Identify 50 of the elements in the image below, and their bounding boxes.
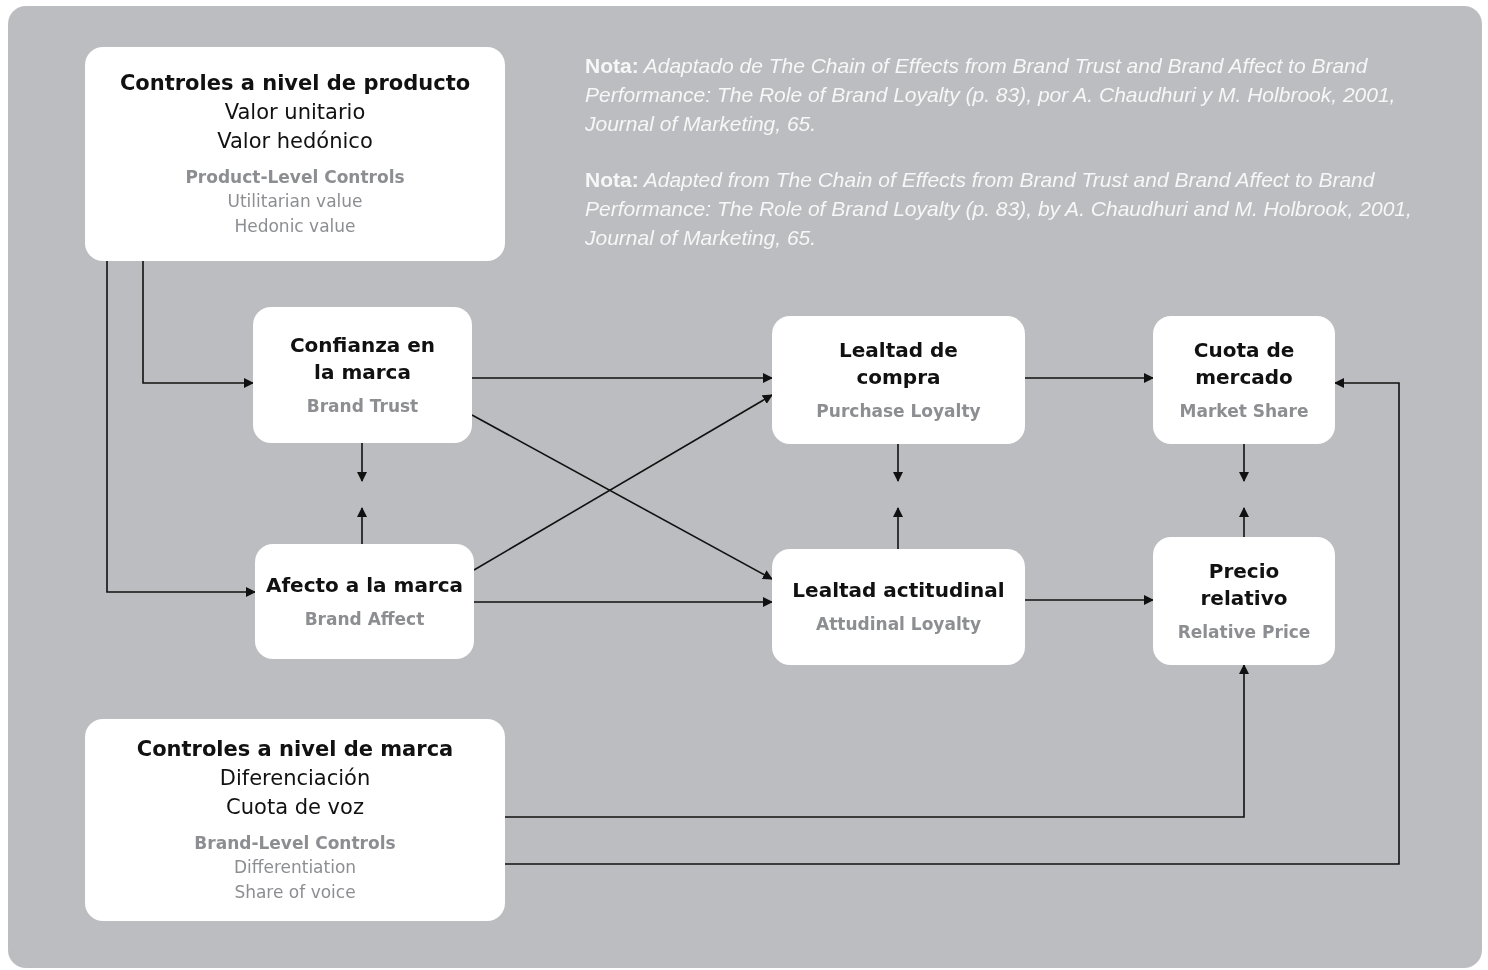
node-subtitle: Relative Price <box>1177 620 1311 644</box>
node-subtitle: Brand Affect <box>304 607 425 631</box>
arrow <box>473 597 773 607</box>
arrow <box>893 507 903 550</box>
arrow <box>893 443 903 482</box>
node-text: Diferenciación <box>219 764 371 792</box>
rounded-box <box>85 719 505 921</box>
rounded-box <box>1153 537 1335 665</box>
arrow <box>357 442 367 482</box>
node-title: Controles a nivel de producto <box>119 70 471 98</box>
node-text: Valor unitario <box>224 98 366 126</box>
node-text: Valor hedónico <box>217 128 373 156</box>
arrow <box>1239 507 1249 538</box>
rounded-box <box>255 544 474 659</box>
node-title: Cuota de mercado <box>1192 336 1296 391</box>
rounded-box <box>772 549 1025 665</box>
arrow <box>1239 443 1249 482</box>
rounded-box <box>85 47 505 261</box>
arrow <box>357 507 367 545</box>
node-text: Cuota de voz <box>226 794 364 822</box>
arrow <box>504 664 1249 818</box>
node-title: Lealtad de compra <box>838 336 959 391</box>
arrow <box>1024 595 1154 605</box>
node-title: Precio relativo <box>1199 557 1289 612</box>
node-title: Lealtad actitudinal <box>792 577 1005 605</box>
rounded-box <box>253 307 472 443</box>
node-text: Hedonic value <box>234 214 356 238</box>
arrow <box>1024 373 1154 383</box>
node-text: Differentiation <box>233 856 357 880</box>
node-subtitle: Attudinal Loyalty <box>816 613 981 637</box>
arrow <box>471 373 773 383</box>
node-subtitle: Product-Level Controls <box>185 165 405 189</box>
rounded-box <box>772 316 1025 444</box>
node-title: Controles a nivel de marca <box>136 736 454 764</box>
arrow <box>142 260 254 388</box>
note-text: Nota: Adaptado de The Chain of Effects from Brand Trust and Brand Affect to Brand Performance: The Role of Brand Loyalty (p. 83), por A. Chaudhuri y M. Holbrook, 2001, Journal of Marketing, 65. <box>585 53 1397 137</box>
arrow <box>473 394 773 571</box>
arrow <box>504 378 1400 865</box>
node-title: Confianza en la marca <box>288 331 437 386</box>
rounded-box <box>1153 316 1335 444</box>
node-text: Utilitarian value <box>227 190 363 214</box>
node-subtitle: Brand Trust <box>306 394 419 418</box>
note-text: Nota: Adapted from The Chain of Effects from Brand Trust and Brand Affect to Brand Performance: The Role of Brand Loyalty (p. 83), by A. Chaudhuri and M. Holbrook, 2001, Journal of Marketing, 65. <box>585 167 1413 251</box>
node-subtitle: Purchase Loyalty <box>816 399 981 423</box>
arrow <box>471 414 773 580</box>
node-subtitle: Market Share <box>1179 399 1309 423</box>
node-text: Share of voice <box>234 880 356 904</box>
arrow <box>106 260 256 597</box>
node-title: Afecto a la marca <box>265 571 464 599</box>
node-subtitle: Brand-Level Controls <box>194 831 396 855</box>
